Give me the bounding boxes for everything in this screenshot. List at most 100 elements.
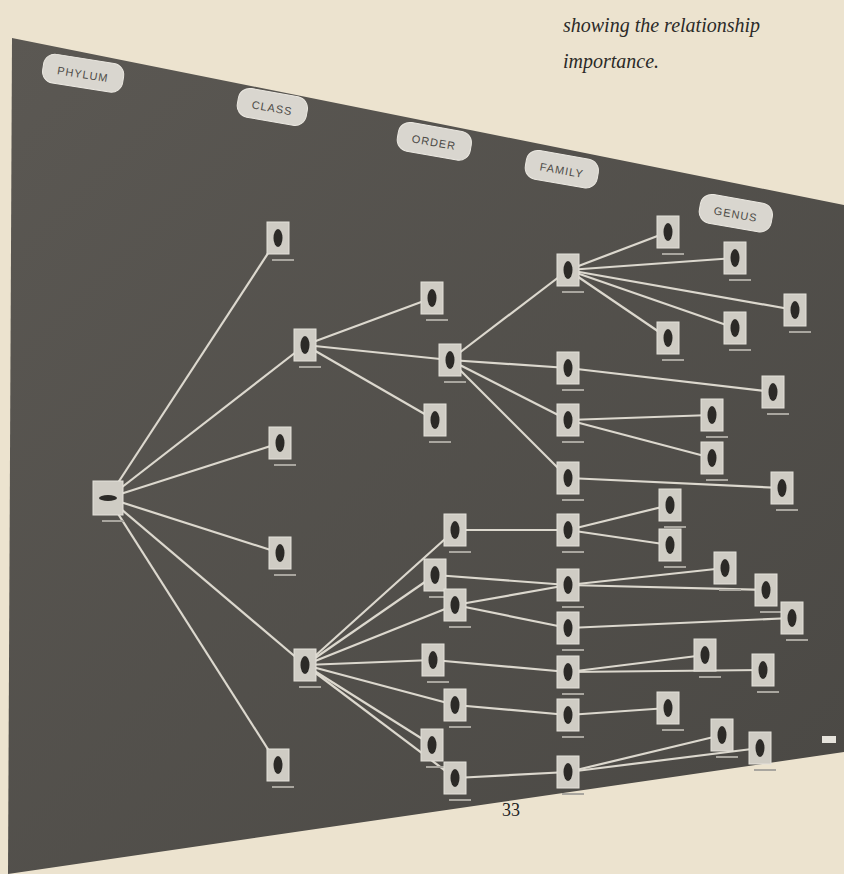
specimen-tile (557, 462, 579, 494)
specimen-tag (449, 626, 471, 628)
tree-branch (450, 270, 568, 360)
specimen (708, 406, 717, 424)
specimen-tile (701, 442, 723, 474)
tree-branch (568, 270, 795, 310)
specimen (778, 479, 787, 497)
rank-label: ORDER (411, 132, 457, 152)
specimen-tile (781, 602, 803, 634)
specimen-tile (93, 481, 123, 515)
specimen-tile (421, 282, 443, 314)
specimen-tag (767, 413, 789, 415)
specimen-tag (562, 649, 584, 651)
specimen (664, 329, 673, 347)
specimen-tag (664, 566, 686, 568)
board (8, 38, 844, 874)
specimen (301, 656, 310, 674)
tree-branch (568, 585, 766, 590)
specimen-tile (657, 322, 679, 354)
rank-label: GENUS (713, 204, 759, 223)
tree-branch (568, 708, 668, 715)
specimen-tile (657, 692, 679, 724)
specimen-tag (102, 520, 124, 522)
specimen-tag (444, 381, 466, 383)
specimen-tile (557, 612, 579, 644)
specimen-tag (716, 756, 738, 758)
specimen-tile (784, 294, 806, 326)
specimen-tag (662, 253, 684, 255)
specimen-tag (719, 589, 741, 591)
specimen (429, 651, 438, 669)
specimen-tile (444, 762, 466, 794)
specimen-tile (724, 242, 746, 274)
tree-branch (433, 660, 568, 672)
specimen-tag (562, 291, 584, 293)
specimen-tag (786, 639, 808, 641)
specimen-tile (269, 427, 291, 459)
specimen (664, 699, 673, 717)
specimen (564, 763, 573, 781)
specimen (274, 229, 283, 247)
specimen-tile (724, 312, 746, 344)
specimen-tag (562, 389, 584, 391)
specimen-tile (424, 559, 446, 591)
taxonomy-tree (93, 216, 811, 801)
tree-branch (568, 568, 725, 585)
specimen (788, 609, 797, 627)
specimen-tile (294, 649, 316, 681)
specimen-tile (439, 344, 461, 376)
board-marker (822, 736, 836, 743)
tree-branch (568, 655, 705, 672)
specimen-tile (267, 749, 289, 781)
specimen-tile (444, 589, 466, 621)
tree-branch (108, 498, 305, 665)
tree-branch (568, 478, 782, 488)
specimen-tag (757, 691, 779, 693)
specimen-tile (444, 689, 466, 721)
specimen-tag (274, 574, 296, 576)
specimen (701, 646, 710, 664)
tree-branch (568, 618, 792, 628)
specimen (301, 336, 310, 354)
specimen-tag (789, 331, 811, 333)
tree-branch (455, 605, 568, 628)
tree-branch (108, 238, 278, 498)
specimen-tag (562, 441, 584, 443)
specimen-tile (557, 352, 579, 384)
specimen-tag (562, 736, 584, 738)
specimen-tag (429, 441, 451, 443)
tree-branch (305, 298, 432, 345)
specimen (431, 566, 440, 584)
specimen (731, 319, 740, 337)
specimen-tile (755, 574, 777, 606)
specimen-tile (557, 756, 579, 788)
tree-branch (435, 575, 568, 585)
specimen-tile (657, 216, 679, 248)
specimen-tag (299, 686, 321, 688)
specimen (428, 289, 437, 307)
rank-label: CLASS (251, 98, 294, 117)
specimen-tile (659, 529, 681, 561)
specimen (759, 661, 768, 679)
specimen-tag (662, 359, 684, 361)
specimen-tag (426, 319, 448, 321)
specimen-tile (557, 569, 579, 601)
tree-branch (568, 368, 773, 392)
rank-label: FAMILY (539, 160, 585, 180)
tree-branch (305, 665, 432, 745)
specimen-tag (754, 769, 776, 771)
tree-branch (455, 529, 568, 531)
specimen (708, 449, 717, 467)
specimen (564, 261, 573, 279)
tree-branch (455, 772, 568, 778)
tree-branch (108, 498, 280, 553)
specimen (451, 596, 460, 614)
specimen (731, 249, 740, 267)
tree-branch (568, 530, 670, 545)
specimen (564, 619, 573, 637)
specimen (428, 736, 437, 754)
specimen-tile (267, 222, 289, 254)
specimen-tag (562, 551, 584, 553)
tree-branch (108, 345, 305, 498)
specimen (664, 223, 673, 241)
specimen-tag (449, 799, 471, 801)
